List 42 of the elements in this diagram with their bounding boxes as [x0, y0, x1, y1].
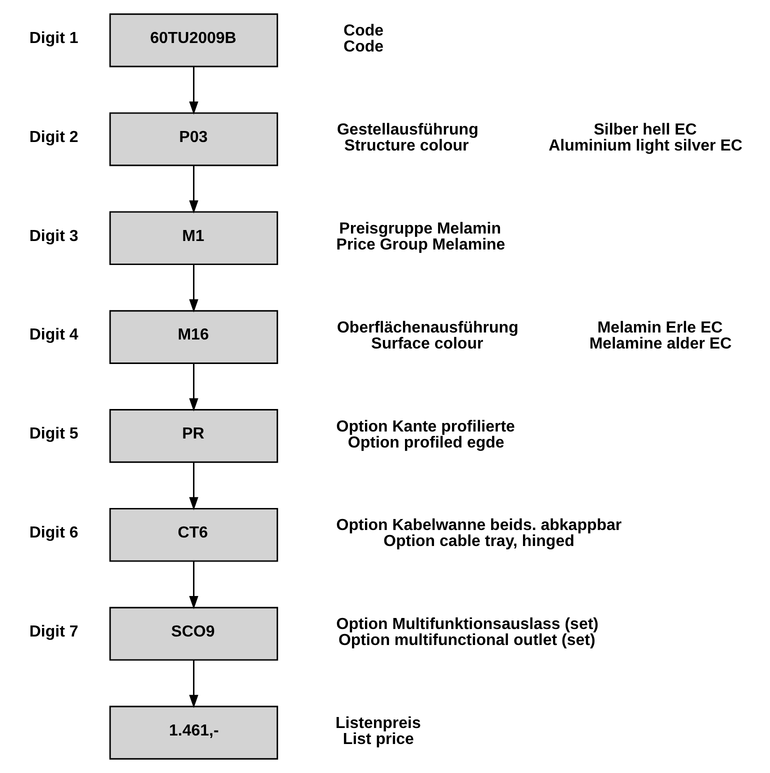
node-label: Structure colour [344, 138, 469, 155]
node-label: Digit 6 [29, 524, 78, 542]
arrow [189, 364, 198, 412]
node-label: List price [342, 731, 414, 748]
node-box: SCO9 [109, 606, 278, 661]
node-label: Digit 3 [29, 228, 78, 245]
node-box: P03 [109, 112, 278, 166]
node-label: Price Group Melamine [336, 236, 506, 254]
node-label: Option cable tray, hinged [384, 533, 574, 550]
node-label: Digit 5 [29, 426, 78, 443]
arrow [189, 660, 198, 708]
node-box: 60TU2009B [109, 13, 278, 68]
node-label: Option profiled egde [348, 434, 504, 452]
node-label: Gestellausführung [337, 122, 478, 139]
node-box: 1.461,- [109, 706, 278, 760]
node-label: Digit 4 [29, 326, 78, 344]
arrow [189, 562, 198, 610]
node-label: Digit 7 [29, 623, 78, 640]
node-label: Preisgruppe Melamin [339, 220, 502, 238]
node-label: Option Kante profilierte [336, 418, 515, 436]
arrow [189, 67, 198, 115]
node-label: Option multifunctional outlet (set) [338, 632, 596, 650]
node-label: Code [344, 22, 384, 40]
arrow [189, 166, 198, 214]
arrow [189, 264, 198, 312]
node-label: Digit 2 [29, 128, 78, 146]
node-label: Silber hell EC [594, 122, 697, 139]
node-label: Oberflächenausführung [337, 319, 518, 336]
node-box: PR [109, 409, 278, 463]
node-box: CT6 [109, 508, 278, 562]
node-label: Code [344, 38, 384, 56]
node-label: Listenpreis [336, 715, 421, 732]
node-label: Melamine alder EC [589, 335, 732, 352]
node-label: Digit 1 [29, 30, 78, 47]
node-label: Surface colour [371, 335, 484, 352]
node-box: M16 [109, 310, 278, 364]
node-label: Option Multifunktionsauslass (set) [336, 616, 599, 634]
node-label: Melamin Erle EC [597, 319, 723, 336]
node-label: Option Kabelwanne beids. abkappbar [336, 517, 622, 534]
node-box: M1 [109, 211, 278, 266]
node-label: Aluminium light silver EC [548, 138, 742, 155]
arrow [189, 462, 198, 510]
